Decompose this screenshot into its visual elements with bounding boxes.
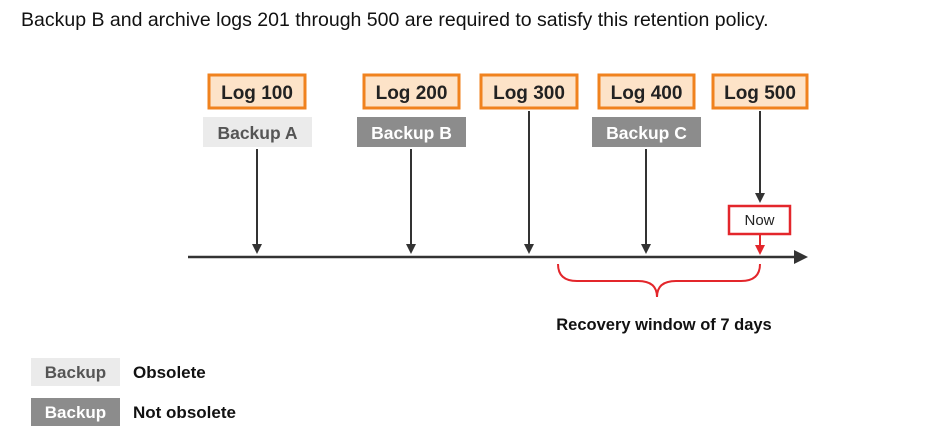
log-100: Log 100 — [207, 73, 307, 110]
now-marker: Now — [727, 204, 792, 236]
log-label: Log 300 — [493, 83, 565, 104]
backup-label: Backup C — [606, 123, 687, 143]
timeline-arrowhead — [794, 250, 808, 264]
legend-swatch-obsolete — [31, 358, 120, 386]
recovery-window-brace — [557, 263, 761, 298]
backup-label: Backup B — [371, 123, 452, 143]
legend-text-obsolete: Obsolete — [133, 363, 206, 382]
backup-c: Backup C — [592, 117, 701, 147]
backup-label: Backup A — [217, 123, 297, 143]
legend-not-obsolete: Backup Not obsolete — [31, 398, 236, 426]
caption: Backup B and archive logs 201 through 50… — [21, 9, 769, 31]
log-500: Log 500 — [711, 73, 809, 110]
legend-text-not-obsolete: Not obsolete — [133, 403, 236, 422]
legend-swatch-label: Backup — [45, 403, 106, 422]
log-label: Log 200 — [376, 83, 448, 104]
legend-obsolete: Backup Obsolete — [31, 358, 206, 386]
now-label: Now — [744, 212, 774, 229]
backup-a: Backup A — [203, 117, 312, 147]
log-300: Log 300 — [479, 73, 579, 110]
log-label: Log 400 — [611, 83, 683, 104]
log-label: Log 500 — [724, 83, 796, 104]
legend-swatch-label: Backup — [45, 363, 106, 382]
legend-swatch-not-obsolete — [31, 398, 120, 426]
log-200: Log 200 — [362, 73, 461, 110]
recovery-window-label: Recovery window of 7 days — [556, 316, 771, 334]
log-400: Log 400 — [597, 73, 696, 110]
log-label: Log 100 — [221, 83, 293, 104]
backup-b: Backup B — [357, 117, 466, 147]
